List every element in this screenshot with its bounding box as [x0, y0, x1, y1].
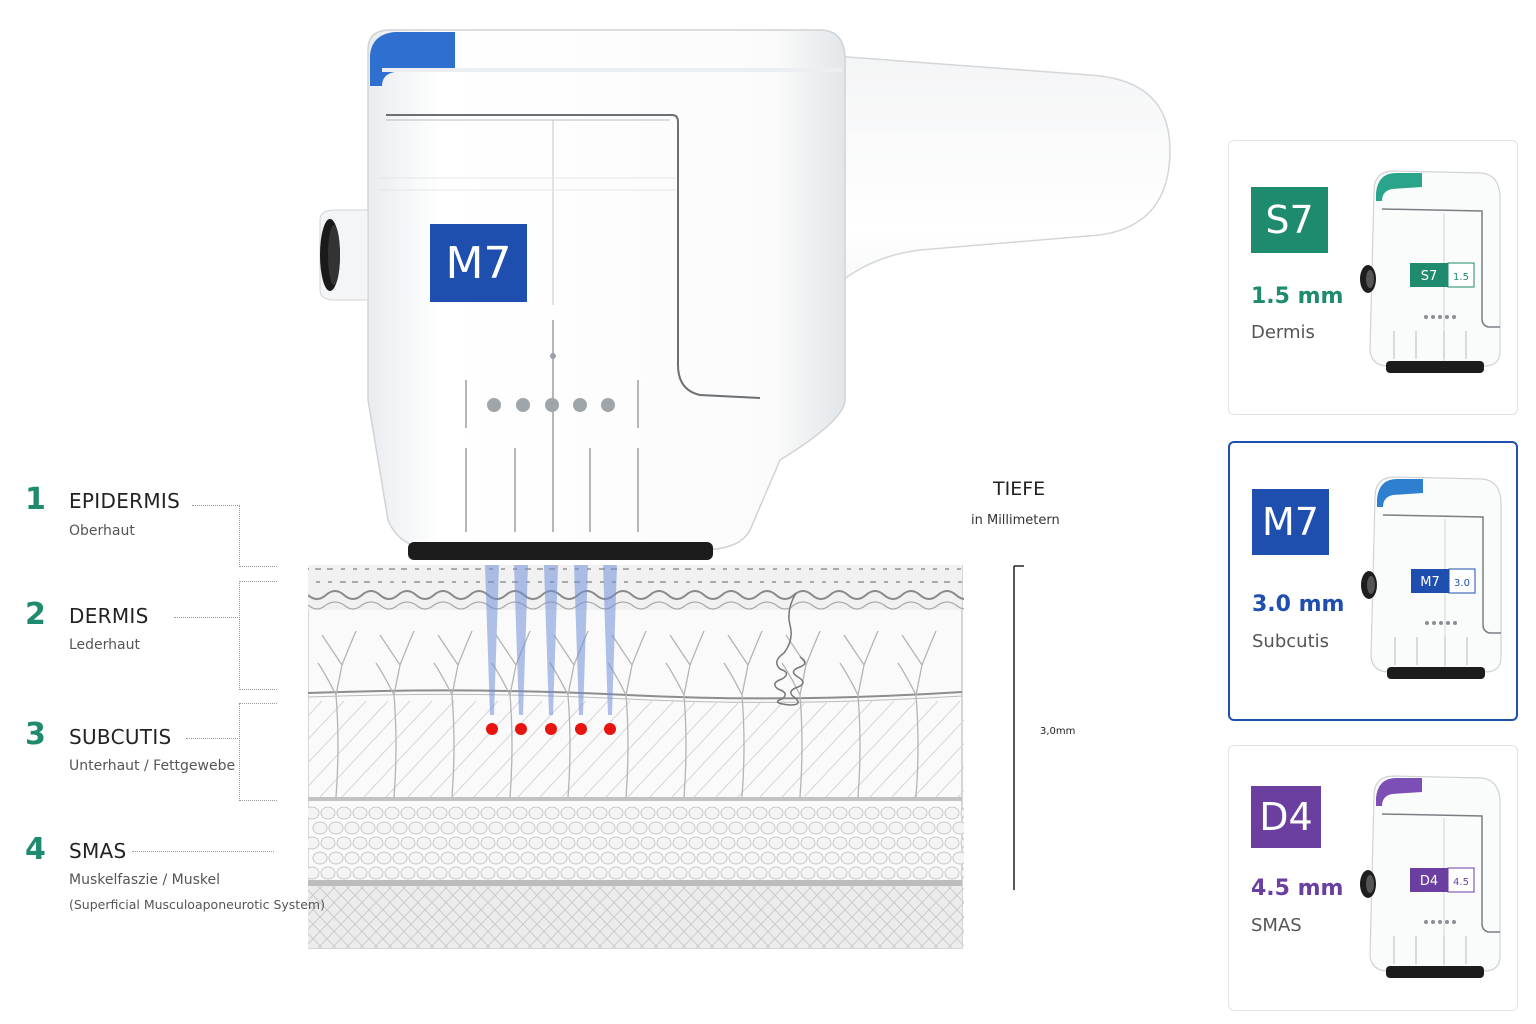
cartridge-image: M7 3.0 — [1355, 467, 1505, 692]
layer-number: 2 — [25, 597, 46, 632]
cartridge-image: D4 4.5 — [1354, 766, 1504, 986]
device-label-badge: M7 — [430, 224, 527, 302]
cartridge-depth: 3.0 mm — [1252, 592, 1345, 617]
depth-value: 3,0mm — [1040, 726, 1076, 737]
layer-number: 4 — [25, 832, 46, 867]
cartridge-depth: 1.5 mm — [1251, 284, 1344, 309]
cartridge-mini-code: M7 — [1420, 575, 1440, 590]
focal-points — [486, 723, 616, 735]
layer-name: SUBCUTIS — [69, 725, 172, 749]
cartridge-card-d4[interactable]: D4 4.5 mm SMAS D4 4.5 — [1228, 745, 1518, 1011]
cartridge-card-m7[interactable]: M7 3.0 mm Subcutis M7 3.0 — [1228, 441, 1518, 721]
cartridge-illustration: S7 1.5 — [1360, 170, 1501, 373]
cartridge-badge: S7 — [1251, 187, 1328, 253]
depth-title: TIEFE — [993, 478, 1046, 500]
connector-line — [192, 505, 238, 506]
bracket-epidermis — [239, 505, 277, 567]
cartridge-card-s7[interactable]: S7 1.5 mm Dermis S7 1.5 — [1228, 140, 1518, 415]
cartridge-mini-code: D4 — [1420, 874, 1438, 889]
cartridge-mini-depth: 3.0 — [1454, 578, 1470, 589]
cartridge-mini-depth: 4.5 — [1453, 877, 1469, 888]
layer-subtitle-2: (Superficial Musculoaponeurotic System) — [69, 897, 325, 912]
connector-line — [186, 738, 238, 739]
handpiece-illustration — [319, 29, 1171, 560]
cartridge-illustration: D4 4.5 — [1360, 775, 1501, 978]
cartridge-layer: Subcutis — [1252, 631, 1330, 652]
cartridge-depth: 4.5 mm — [1251, 876, 1344, 901]
layer-subtitle: Unterhaut / Fettgewebe — [69, 758, 236, 774]
bracket-dermis — [239, 581, 277, 690]
connector-line — [132, 851, 274, 852]
indicator-dots — [487, 398, 615, 412]
cartridge-image: S7 1.5 — [1354, 161, 1504, 381]
cartridge-mini-code: S7 — [1421, 269, 1438, 284]
layer-number: 3 — [25, 717, 46, 752]
side-knob-icon — [319, 209, 369, 301]
cartridge-mini-depth: 1.5 — [1453, 272, 1469, 283]
connector-line — [174, 617, 238, 618]
layer-number: 1 — [25, 482, 46, 517]
layer-name: DERMIS — [69, 604, 149, 628]
cartridge-layer: Dermis — [1251, 322, 1315, 343]
cartridge-badge: D4 — [1251, 786, 1321, 848]
layer-subtitle: Muskelfaszie / Muskel — [69, 872, 220, 888]
layer-name: SMAS — [69, 839, 127, 863]
layer-subtitle: Lederhaut — [69, 637, 140, 653]
ultrasound-beams — [485, 565, 617, 715]
skin-cross-section — [308, 565, 964, 949]
layer-name: EPIDERMIS — [69, 489, 181, 513]
cartridge-badge: M7 — [1252, 489, 1329, 555]
depth-subtitle: in Millimetern — [971, 513, 1060, 528]
bracket-subcutis — [239, 703, 277, 801]
depth-scale-bar — [1013, 565, 1024, 890]
layer-subtitle: Oberhaut — [69, 523, 135, 539]
cartridge-layer: SMAS — [1251, 915, 1302, 936]
cartridge-illustration: M7 3.0 — [1361, 476, 1502, 679]
